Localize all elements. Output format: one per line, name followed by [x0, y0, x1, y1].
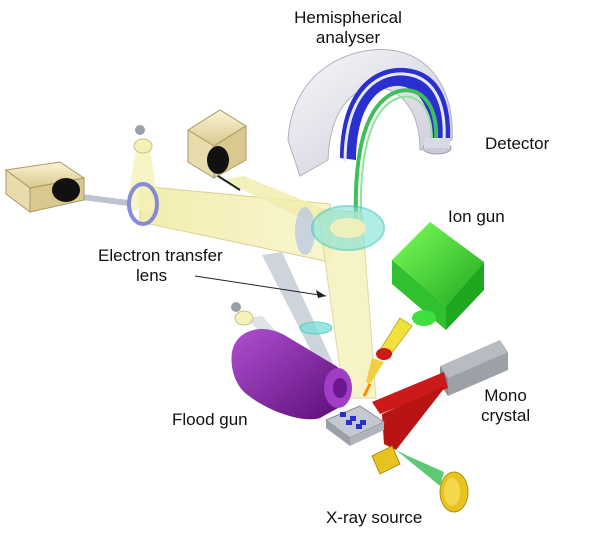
hemispherical-analyser — [288, 50, 452, 220]
label-electron-transfer-lens: Electron transfer lens — [98, 246, 223, 286]
xray-source — [372, 446, 468, 512]
label-hemispherical-analyser-line2: analyser — [286, 28, 410, 48]
label-xray-source: X-ray source — [326, 508, 422, 528]
label-electron-transfer-lens-line1: Electron transfer — [98, 246, 223, 266]
label-hemispherical-analyser-line1: Hemispherical — [286, 8, 410, 28]
label-electron-transfer-lens-line2: lens — [98, 266, 223, 286]
label-mono-crystal: Mono crystal — [481, 386, 530, 426]
flood-gun — [232, 329, 353, 419]
label-hemispherical-analyser: Hemispherical analyser — [286, 8, 410, 48]
label-mono-crystal-line1: Mono — [481, 386, 530, 406]
label-mono-crystal-line2: crystal — [481, 406, 530, 426]
label-ion-gun: Ion gun — [448, 207, 505, 227]
top-probe — [134, 125, 152, 153]
label-flood-gun: Flood gun — [172, 410, 248, 430]
label-detector: Detector — [485, 134, 549, 154]
flood-probe — [231, 302, 253, 325]
sample-stage — [326, 406, 384, 446]
left-camera — [6, 162, 84, 212]
detector — [423, 138, 451, 154]
